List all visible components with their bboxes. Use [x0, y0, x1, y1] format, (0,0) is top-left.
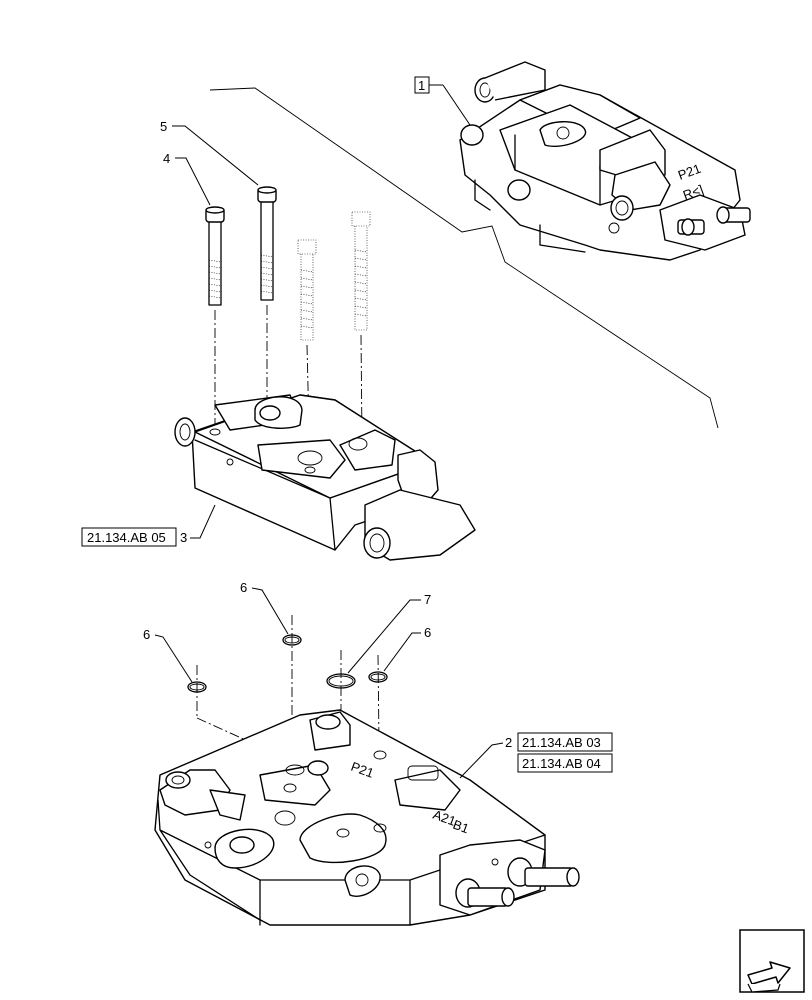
leader-line-5 — [172, 125, 259, 186]
callout-6-top: 6 — [240, 580, 247, 595]
svg-text:A21: A21 — [431, 807, 458, 829]
leader-line-7 — [347, 599, 421, 674]
leader-line-3 — [190, 504, 216, 539]
overview-assembly: P21 R<] — [459, 61, 751, 261]
svg-text:P21: P21 — [676, 161, 703, 183]
svg-text:R<]: R<] — [681, 182, 705, 203]
reference-box-part-2b — [517, 753, 613, 773]
callout-5: 5 — [160, 119, 167, 134]
callout-1: 1 — [418, 78, 425, 93]
leader-line-6-right — [383, 632, 421, 672]
bolt-item-5 — [257, 186, 277, 301]
callout-7: 7 — [424, 592, 431, 607]
bolt-phantom-a — [297, 239, 317, 341]
reference-part-2a: 21.134.AB 03 — [522, 735, 601, 750]
reference-box-part-3 — [81, 527, 177, 547]
callout-6-left: 6 — [143, 627, 150, 642]
callout-6-right: 6 — [424, 625, 431, 640]
bolt-item-4 — [205, 206, 225, 306]
valve-block-item-3 — [174, 394, 476, 561]
next-page-arrow-icon[interactable] — [739, 929, 805, 993]
callout-4: 4 — [163, 151, 170, 166]
leader-line-6-left — [154, 634, 193, 683]
leader-line-4 — [175, 157, 211, 206]
reference-part-3: 21.134.AB 05 — [87, 530, 166, 545]
svg-text:B1: B1 — [451, 817, 471, 837]
svg-text:P21: P21 — [349, 759, 376, 781]
callout-3: 3 — [180, 530, 187, 545]
valve-base-item-2: P21 A21 B1 — [154, 709, 580, 926]
leader-line-6-top — [251, 587, 289, 635]
bolt-phantom-b — [351, 211, 371, 331]
reference-part-2b: 21.134.AB 04 — [522, 756, 601, 771]
section-separator-line — [209, 87, 719, 429]
reference-box-part-2a — [517, 732, 613, 752]
leader-line-2 — [459, 742, 504, 779]
callout-2: 2 — [505, 735, 512, 750]
